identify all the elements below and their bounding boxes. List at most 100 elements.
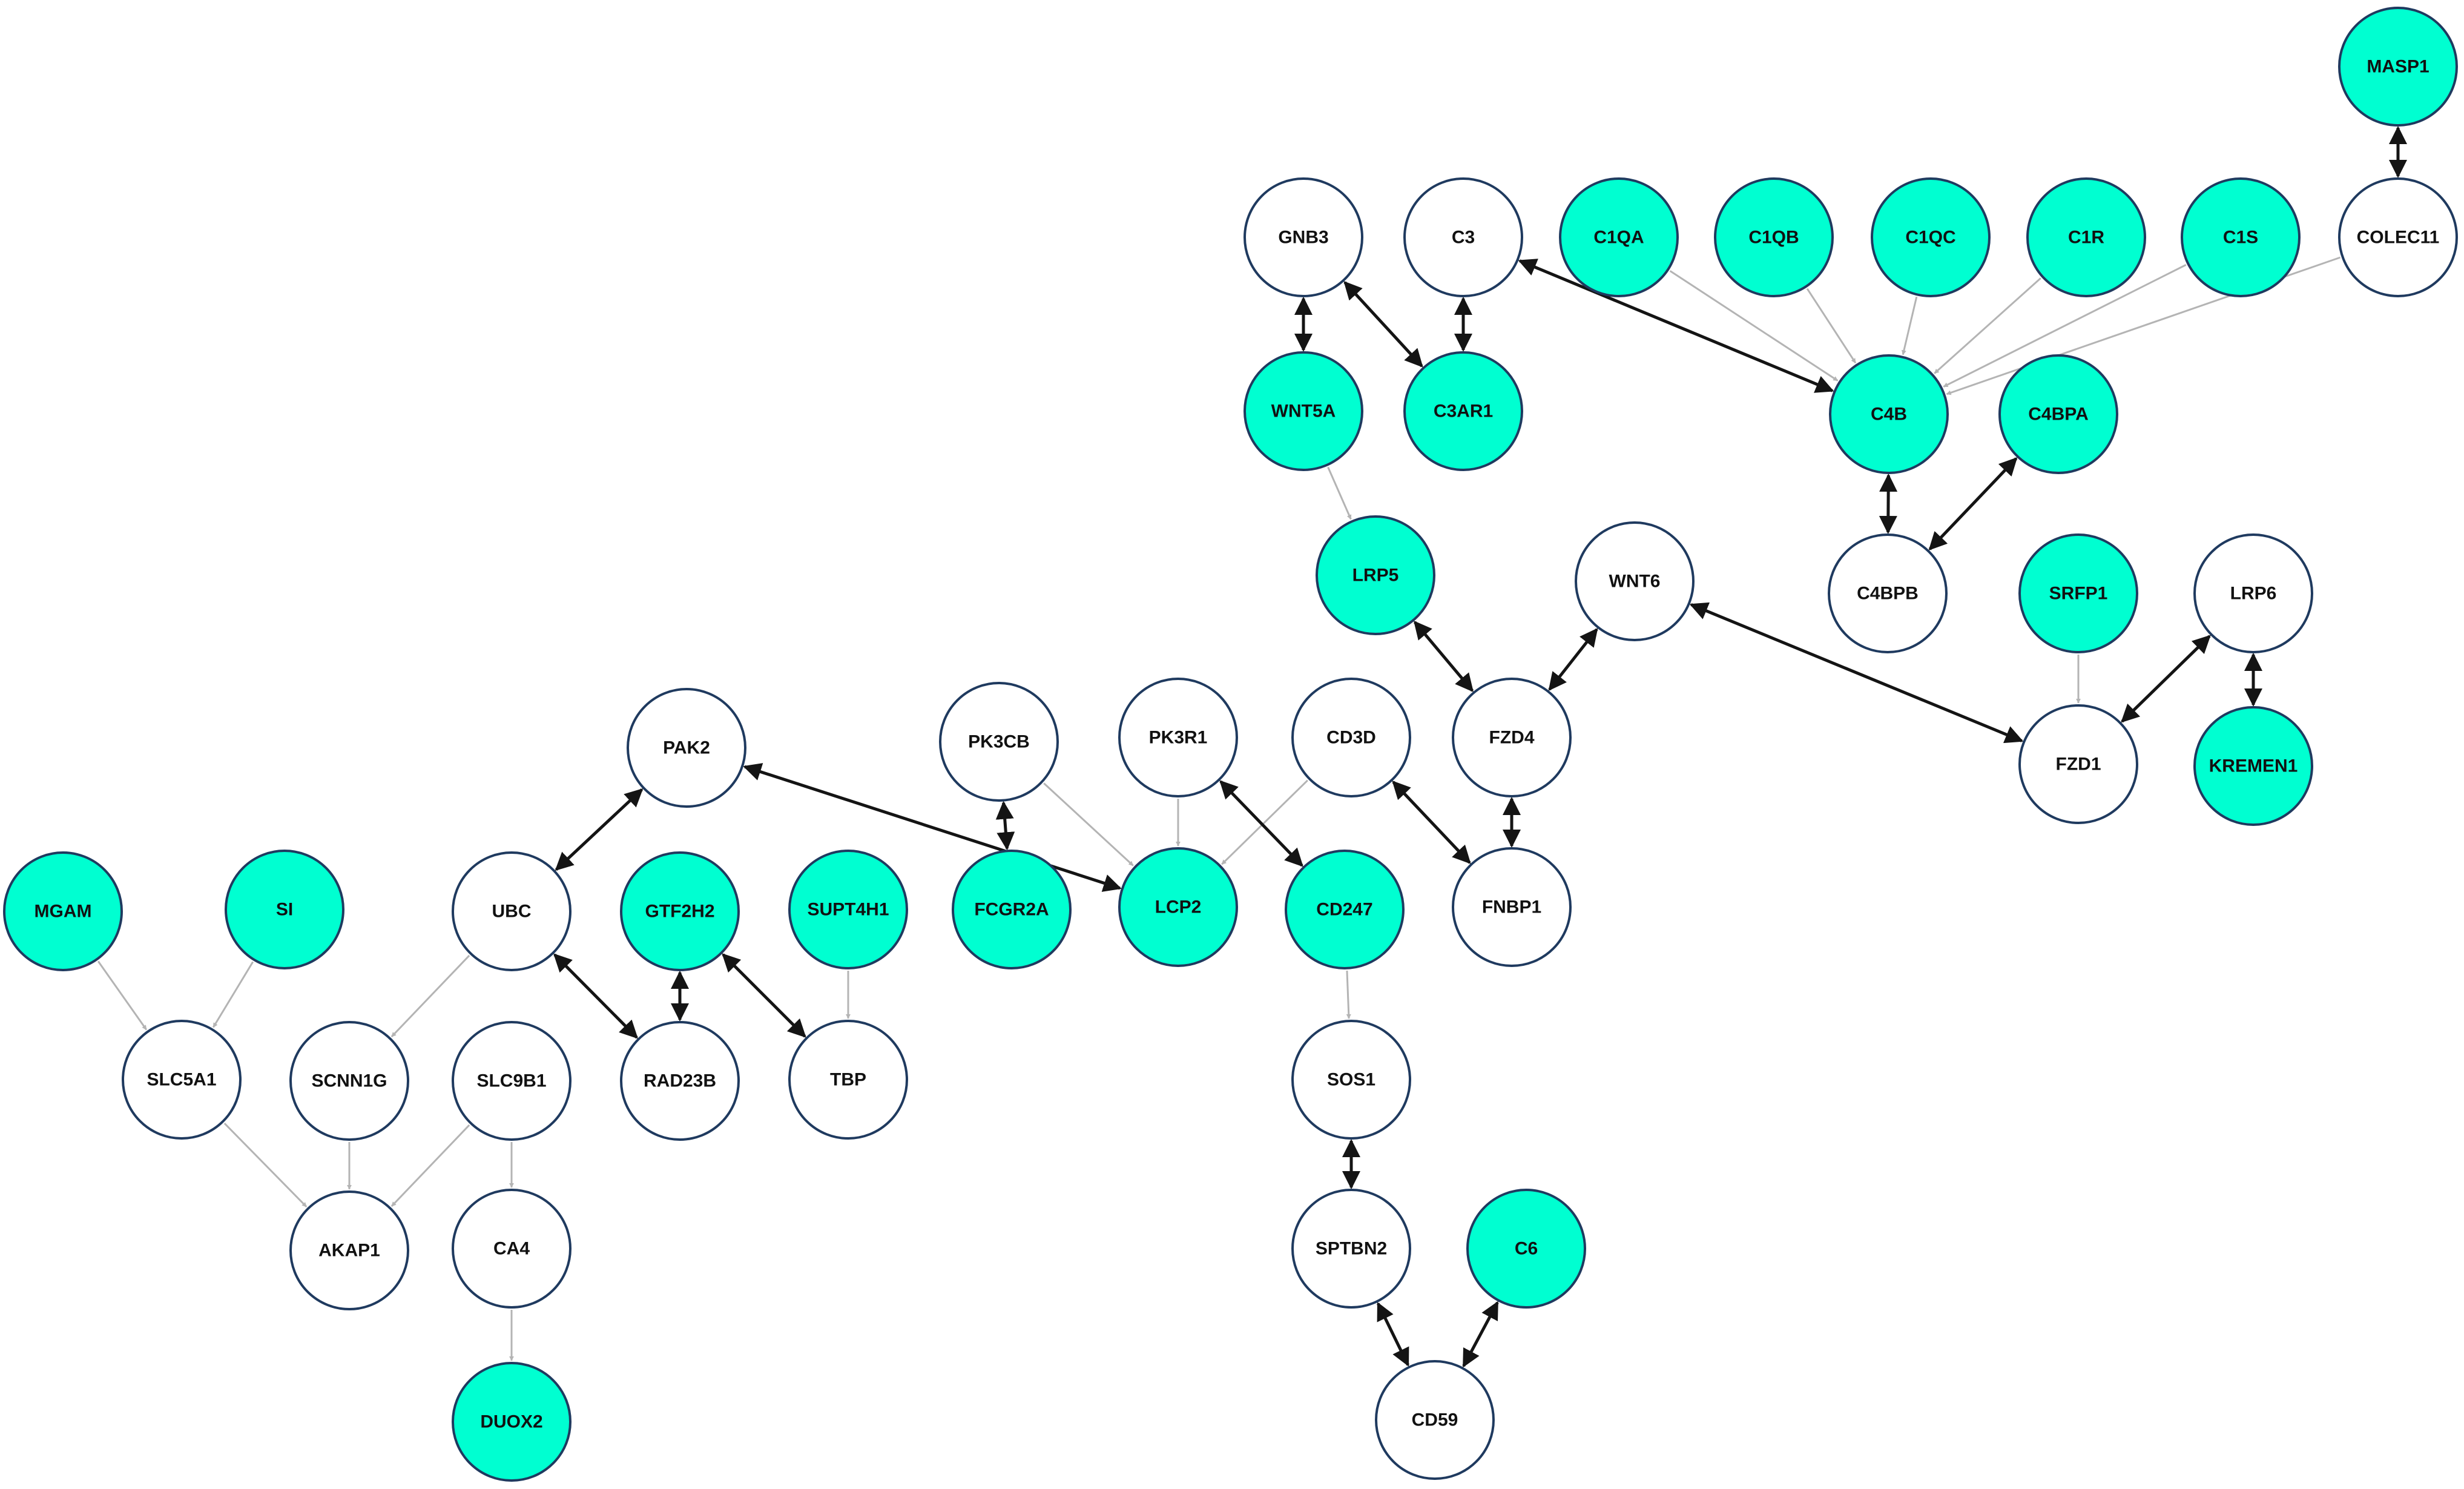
node-pk3cb[interactable]: PK3CB	[939, 682, 1059, 802]
node-circle-ca4[interactable]	[452, 1189, 572, 1309]
node-circle-cd247[interactable]	[1285, 850, 1405, 969]
node-si[interactable]: SI	[225, 850, 344, 969]
node-circle-c4bpb[interactable]	[1828, 533, 1948, 653]
node-circle-c4bpa[interactable]	[1998, 354, 2118, 474]
node-circle-pk3cb[interactable]	[939, 682, 1059, 802]
node-circle-pak2[interactable]	[627, 688, 746, 808]
node-circle-cd3d[interactable]	[1291, 678, 1411, 797]
node-circle-fzd1[interactable]	[2018, 704, 2138, 824]
node-circle-mgam[interactable]	[3, 851, 123, 971]
node-circle-wnt5a[interactable]	[1244, 351, 1363, 471]
node-kremen1[interactable]: KREMEN1	[2193, 706, 2313, 826]
node-c4bpb[interactable]: C4BPB	[1828, 533, 1948, 653]
node-circle-c1qb[interactable]	[1714, 177, 1834, 297]
node-circle-lrp6[interactable]	[2193, 533, 2313, 653]
node-sptbn2[interactable]: SPTBN2	[1291, 1189, 1411, 1309]
node-tbp[interactable]: TBP	[788, 1020, 908, 1140]
node-gnb3[interactable]: GNB3	[1244, 177, 1363, 297]
node-slc9b1[interactable]: SLC9B1	[452, 1021, 572, 1141]
node-supt4h1[interactable]: SUPT4H1	[788, 850, 908, 969]
node-fzd1[interactable]: FZD1	[2018, 704, 2138, 824]
node-lrp5[interactable]: LRP5	[1316, 515, 1435, 635]
node-c1qa[interactable]: C1QA	[1559, 177, 1679, 297]
node-slc5a1[interactable]: SLC5A1	[122, 1020, 242, 1140]
node-circle-c1r[interactable]	[2026, 177, 2146, 297]
node-akap1[interactable]: AKAP1	[289, 1190, 409, 1310]
edge-cd3d-to-fnbp1	[1392, 781, 1471, 864]
node-label-slc5a1: SLC5A1	[147, 1070, 216, 1090]
node-cd3d[interactable]: CD3D	[1291, 678, 1411, 797]
node-label-cd247: CD247	[1316, 900, 1372, 920]
node-c1qb[interactable]: C1QB	[1714, 177, 1834, 297]
node-circle-scnn1g[interactable]	[289, 1021, 409, 1141]
node-cd59[interactable]: CD59	[1375, 1360, 1495, 1480]
node-pk3r1[interactable]: PK3R1	[1118, 678, 1238, 797]
node-colec11[interactable]: COLEC11	[2338, 177, 2458, 297]
edge-pk3cb-to-lcp2	[1043, 782, 1134, 867]
node-fnbp1[interactable]: FNBP1	[1452, 847, 1572, 967]
node-circle-kremen1[interactable]	[2193, 706, 2313, 826]
node-circle-wnt6[interactable]	[1575, 521, 1695, 641]
node-circle-c1s[interactable]	[2181, 177, 2301, 297]
node-c4bpa[interactable]: C4BPA	[1998, 354, 2118, 474]
node-circle-si[interactable]	[225, 850, 344, 969]
node-mgam[interactable]: MGAM	[3, 851, 123, 971]
node-circle-gtf2h2[interactable]	[620, 851, 740, 971]
node-fcgr2a[interactable]: FCGR2A	[952, 850, 1072, 969]
node-circle-c6[interactable]	[1466, 1189, 1586, 1309]
node-circle-colec11[interactable]	[2338, 177, 2458, 297]
node-duox2[interactable]: DUOX2	[452, 1362, 572, 1482]
node-rad23b[interactable]: RAD23B	[620, 1021, 740, 1141]
node-circle-akap1[interactable]	[289, 1190, 409, 1310]
node-circle-fcgr2a[interactable]	[952, 850, 1072, 969]
node-circle-lcp2[interactable]	[1118, 847, 1238, 967]
node-c1qc[interactable]: C1QC	[1871, 177, 1991, 297]
node-circle-pk3r1[interactable]	[1118, 678, 1238, 797]
node-lrp6[interactable]: LRP6	[2193, 533, 2313, 653]
node-circle-c1qc[interactable]	[1871, 177, 1991, 297]
node-circle-fnbp1[interactable]	[1452, 847, 1572, 967]
node-circle-cd59[interactable]	[1375, 1360, 1495, 1480]
node-circle-fzd4[interactable]	[1452, 678, 1572, 797]
node-circle-c1qa[interactable]	[1559, 177, 1679, 297]
node-scnn1g[interactable]: SCNN1G	[289, 1021, 409, 1141]
node-c3[interactable]: C3	[1403, 177, 1523, 297]
node-gtf2h2[interactable]: GTF2H2	[620, 851, 740, 971]
node-circle-duox2[interactable]	[452, 1362, 572, 1482]
node-sos1[interactable]: SOS1	[1291, 1020, 1411, 1140]
node-circle-rad23b[interactable]	[620, 1021, 740, 1141]
node-cd247[interactable]: CD247	[1285, 850, 1405, 969]
node-circle-ubc[interactable]	[452, 851, 572, 971]
node-c3ar1[interactable]: C3AR1	[1403, 351, 1523, 471]
node-masp1[interactable]: MASP1	[2338, 7, 2458, 127]
node-fzd4[interactable]: FZD4	[1452, 678, 1572, 797]
node-c4b[interactable]: C4B	[1829, 354, 1949, 474]
edge-pk3cb-to-fcgr2a	[995, 801, 1015, 851]
node-wnt5a[interactable]: WNT5A	[1244, 351, 1363, 471]
node-c1s[interactable]: C1S	[2181, 177, 2301, 297]
node-circle-c3ar1[interactable]	[1403, 351, 1523, 471]
node-c6[interactable]: C6	[1466, 1189, 1586, 1309]
node-circle-c3[interactable]	[1403, 177, 1523, 297]
node-circle-c4b[interactable]	[1829, 354, 1949, 474]
node-circle-tbp[interactable]	[788, 1020, 908, 1140]
node-pak2[interactable]: PAK2	[627, 688, 746, 808]
node-ca4[interactable]: CA4	[452, 1189, 572, 1309]
node-circle-slc9b1[interactable]	[452, 1021, 572, 1141]
edge-wnt5a-to-lrp5	[1327, 466, 1352, 520]
node-circle-sptbn2[interactable]	[1291, 1189, 1411, 1309]
node-wnt6[interactable]: WNT6	[1575, 521, 1695, 641]
node-circle-sos1[interactable]	[1291, 1020, 1411, 1140]
node-c1r[interactable]: C1R	[2026, 177, 2146, 297]
node-lcp2[interactable]: LCP2	[1118, 847, 1238, 967]
node-circle-gnb3[interactable]	[1244, 177, 1363, 297]
node-circle-lrp5[interactable]	[1316, 515, 1435, 635]
node-label-c1r: C1R	[2068, 228, 2104, 248]
node-circle-slc5a1[interactable]	[122, 1020, 242, 1140]
node-circle-masp1[interactable]	[2338, 7, 2458, 127]
node-ubc[interactable]: UBC	[452, 851, 572, 971]
node-srfp1[interactable]: SRFP1	[2018, 533, 2138, 653]
node-circle-srfp1[interactable]	[2018, 533, 2138, 653]
node-circle-supt4h1[interactable]	[788, 850, 908, 969]
